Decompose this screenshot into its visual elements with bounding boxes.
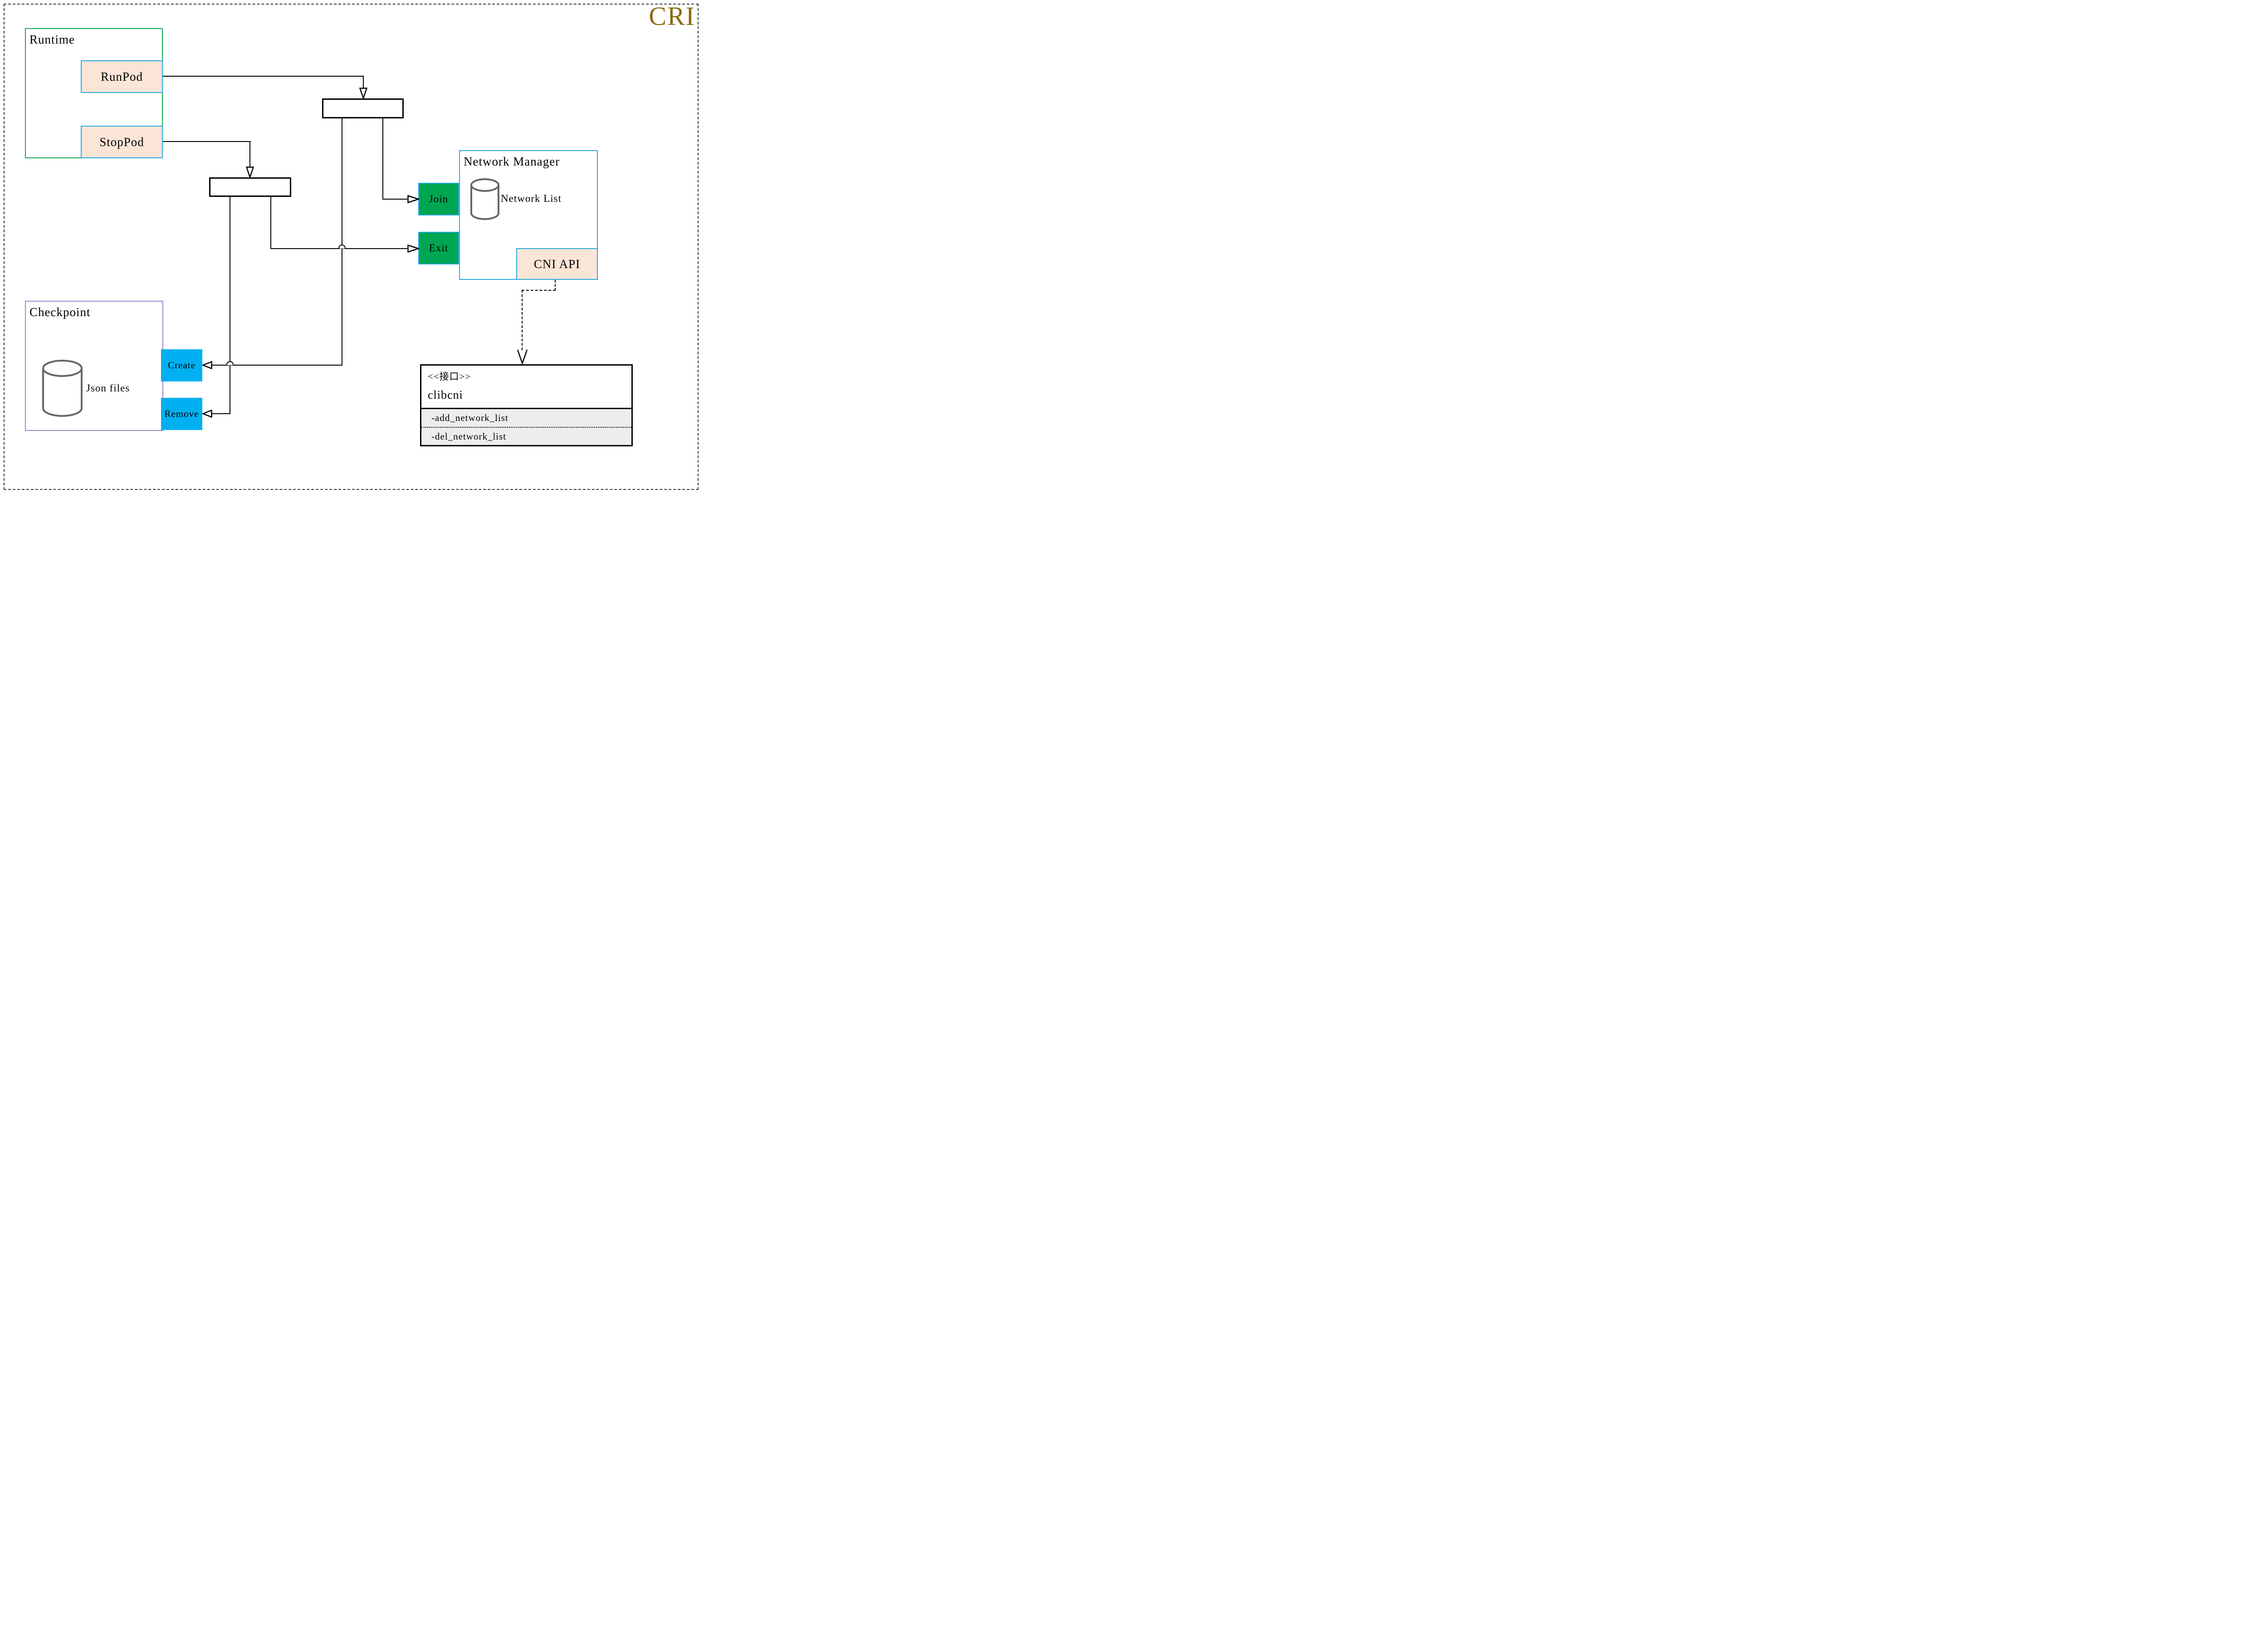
clibcni-methods-section: -add_network_list -del_network_list — [421, 408, 631, 445]
connector-junction1-join-v — [382, 118, 383, 200]
line-hop-create-icon — [226, 361, 234, 365]
junction-box-runpod — [322, 98, 404, 118]
connector-stoppod-v — [249, 141, 250, 168]
clibcni-header: <<接口>> clibcni — [421, 366, 631, 409]
runpod-node: RunPod — [81, 60, 163, 93]
clibcni-method-del: -del_network_list — [431, 431, 507, 442]
line-hop-exit-icon — [338, 244, 346, 249]
runtime-title: Runtime — [29, 33, 75, 46]
arrowhead-open-down-clibcni-icon — [517, 349, 528, 365]
cri-architecture-diagram: CRI Runtime RunPod StopPod Checkpoint Js… — [0, 0, 703, 494]
remove-label: Remove — [164, 408, 199, 419]
create-node: Create — [161, 349, 202, 381]
clibcni-method-separator — [421, 427, 631, 428]
join-node: Join — [418, 183, 459, 215]
clibcni-name: clibcni — [428, 388, 463, 401]
arrowhead-right-join-icon — [407, 195, 420, 204]
dashed-connector-cni-v1 — [555, 280, 556, 291]
join-label: Join — [429, 193, 449, 205]
connector-junction1-join-h — [382, 199, 407, 200]
clibcni-interface-box: <<接口>> clibcni -add_network_list -del_ne… — [420, 364, 633, 446]
clibcni-method-add: -add_network_list — [431, 412, 508, 423]
checkpoint-title: Checkpoint — [29, 305, 91, 319]
arrowhead-right-exit-icon — [407, 244, 420, 253]
arrowhead-left-create-icon — [201, 361, 212, 370]
connector-runpod-h — [163, 76, 364, 77]
connector-runpod-v — [363, 76, 364, 89]
create-label: Create — [168, 360, 196, 371]
cni-api-label: CNI API — [533, 257, 581, 271]
json-files-label: Json files — [86, 382, 130, 394]
network-list-database-icon — [470, 178, 500, 223]
arrowhead-down-junction2-icon — [245, 166, 254, 179]
network-manager-title: Network Manager — [464, 155, 560, 168]
json-files-database-icon — [41, 359, 83, 420]
dashed-connector-cni-h — [522, 290, 556, 291]
arrowhead-left-remove-icon — [201, 409, 212, 418]
connector-junction1-create-h — [211, 365, 342, 366]
connector-junction2-remove-h — [211, 413, 230, 414]
diagram-title: CRI — [649, 1, 695, 31]
arrowhead-down-junction1-icon — [359, 88, 368, 100]
network-list-label: Network List — [501, 193, 562, 204]
stoppod-label: StopPod — [99, 135, 144, 149]
connector-junction2-exit-v — [270, 197, 271, 249]
dashed-connector-cni-v2 — [522, 290, 523, 350]
cni-api-node: CNI API — [516, 248, 598, 280]
remove-node: Remove — [161, 398, 202, 430]
connector-junction2-exit-h — [270, 248, 407, 249]
exit-label: Exit — [429, 242, 449, 254]
junction-box-stoppod — [209, 177, 291, 197]
connector-stoppod-h — [163, 141, 251, 142]
stoppod-node: StopPod — [81, 126, 163, 158]
exit-node: Exit — [418, 232, 459, 264]
clibcni-stereotype: <<接口>> — [428, 371, 471, 382]
runpod-label: RunPod — [100, 69, 143, 83]
